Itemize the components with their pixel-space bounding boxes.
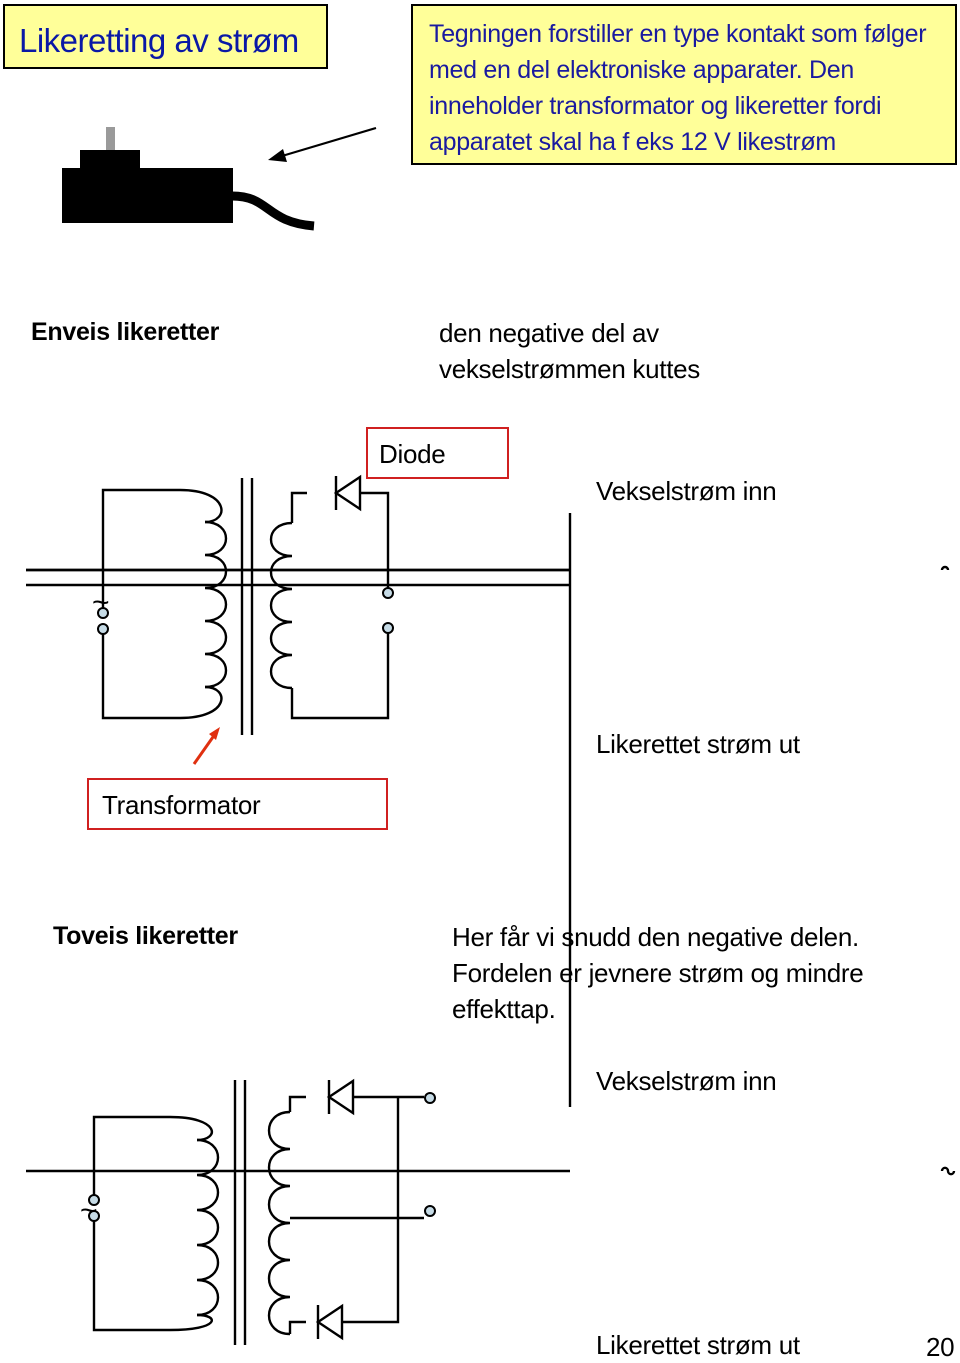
terminal bbox=[382, 622, 394, 634]
diode-label-box: Diode bbox=[366, 427, 509, 479]
pointer-arrow bbox=[268, 126, 377, 162]
fullwave-text-line: Her får vi snudd den negative delen. bbox=[452, 922, 859, 952]
coil-lead bbox=[169, 1115, 213, 1142]
terminal bbox=[424, 1092, 436, 1104]
diode-triangle bbox=[333, 474, 362, 512]
description-line: Tegningen forstiller en type kontakt som… bbox=[429, 20, 927, 48]
title-box: Likeretting av strøm bbox=[3, 4, 328, 69]
halfwave-diode bbox=[333, 474, 362, 512]
fullwave-heading: Toveis likeretter bbox=[53, 922, 238, 950]
secondary-coil bbox=[267, 1110, 291, 1336]
halfwave-wave-out-label: Likerettet strøm ut bbox=[596, 729, 800, 759]
fullwave-diode-bottom bbox=[315, 1303, 344, 1341]
terminal bbox=[97, 623, 109, 635]
terminal bbox=[88, 1210, 100, 1222]
description-line: med en del elektroniske apparater. Den bbox=[429, 56, 854, 84]
fullwave-wave-in-label: Vekselstrøm inn bbox=[596, 1066, 777, 1096]
wire bbox=[290, 491, 307, 523]
secondary-coil bbox=[269, 521, 293, 690]
wire bbox=[288, 1095, 306, 1112]
page-title: Likeretting av strøm bbox=[19, 22, 299, 59]
diode-triangle bbox=[326, 1078, 355, 1116]
halfwave-wave-in-label: Vekselstrøm inn bbox=[596, 476, 777, 506]
terminal bbox=[424, 1205, 436, 1217]
description-line: inneholder transformator og likeretter f… bbox=[429, 92, 882, 120]
primary-coil bbox=[196, 1138, 220, 1317]
fullwave-waveforms bbox=[26, 565, 956, 1176]
fullwave-wave-out-label: Likerettet strøm ut bbox=[596, 1330, 800, 1360]
transformer-label: Transformator bbox=[102, 790, 261, 820]
description-line: apparatet skal ha f eks 12 V likestrøm bbox=[429, 128, 836, 156]
wire bbox=[342, 1097, 400, 1324]
halfwave-heading: Enveis likeretter bbox=[31, 318, 220, 346]
coil-lead bbox=[169, 1313, 214, 1332]
halfwave-waveforms bbox=[26, 513, 572, 595]
halfwave-circuit bbox=[97, 474, 394, 735]
wire bbox=[360, 491, 390, 588]
fullwave-circuit bbox=[88, 1078, 436, 1345]
halfwave-text-line: vekselstrømmen kuttes bbox=[439, 354, 700, 384]
wire bbox=[101, 488, 180, 618]
fullwave-diode-top bbox=[326, 1078, 355, 1116]
terminal bbox=[382, 587, 394, 599]
ac-waveform bbox=[940, 1166, 956, 1176]
halfwave-text-line: den negative del av bbox=[439, 318, 659, 348]
primary-coil bbox=[204, 520, 228, 689]
diode-label: Diode bbox=[379, 439, 446, 469]
terminal bbox=[88, 1194, 100, 1206]
wire bbox=[288, 1320, 306, 1334]
wire bbox=[92, 1115, 170, 1196]
fullwave-text-line: effekttap. bbox=[452, 994, 556, 1024]
fullwave-text-line: Fordelen er jevnere strøm og mindre bbox=[452, 958, 864, 988]
description-box: Tegningen forstiller en type kontakt som… bbox=[411, 4, 957, 165]
transformer-label-box: Transformator bbox=[87, 778, 388, 830]
coil-lead bbox=[179, 488, 223, 524]
wire bbox=[101, 632, 180, 720]
rectified-waveform bbox=[940, 565, 950, 571]
coil-lead bbox=[179, 685, 223, 720]
wire bbox=[290, 632, 390, 720]
terminal bbox=[97, 607, 109, 619]
transformer-arrow bbox=[192, 727, 220, 765]
page-number: 20 bbox=[926, 1332, 955, 1362]
diode-triangle bbox=[315, 1303, 344, 1341]
power-adapter-illustration bbox=[62, 127, 315, 231]
wire bbox=[92, 1210, 170, 1332]
